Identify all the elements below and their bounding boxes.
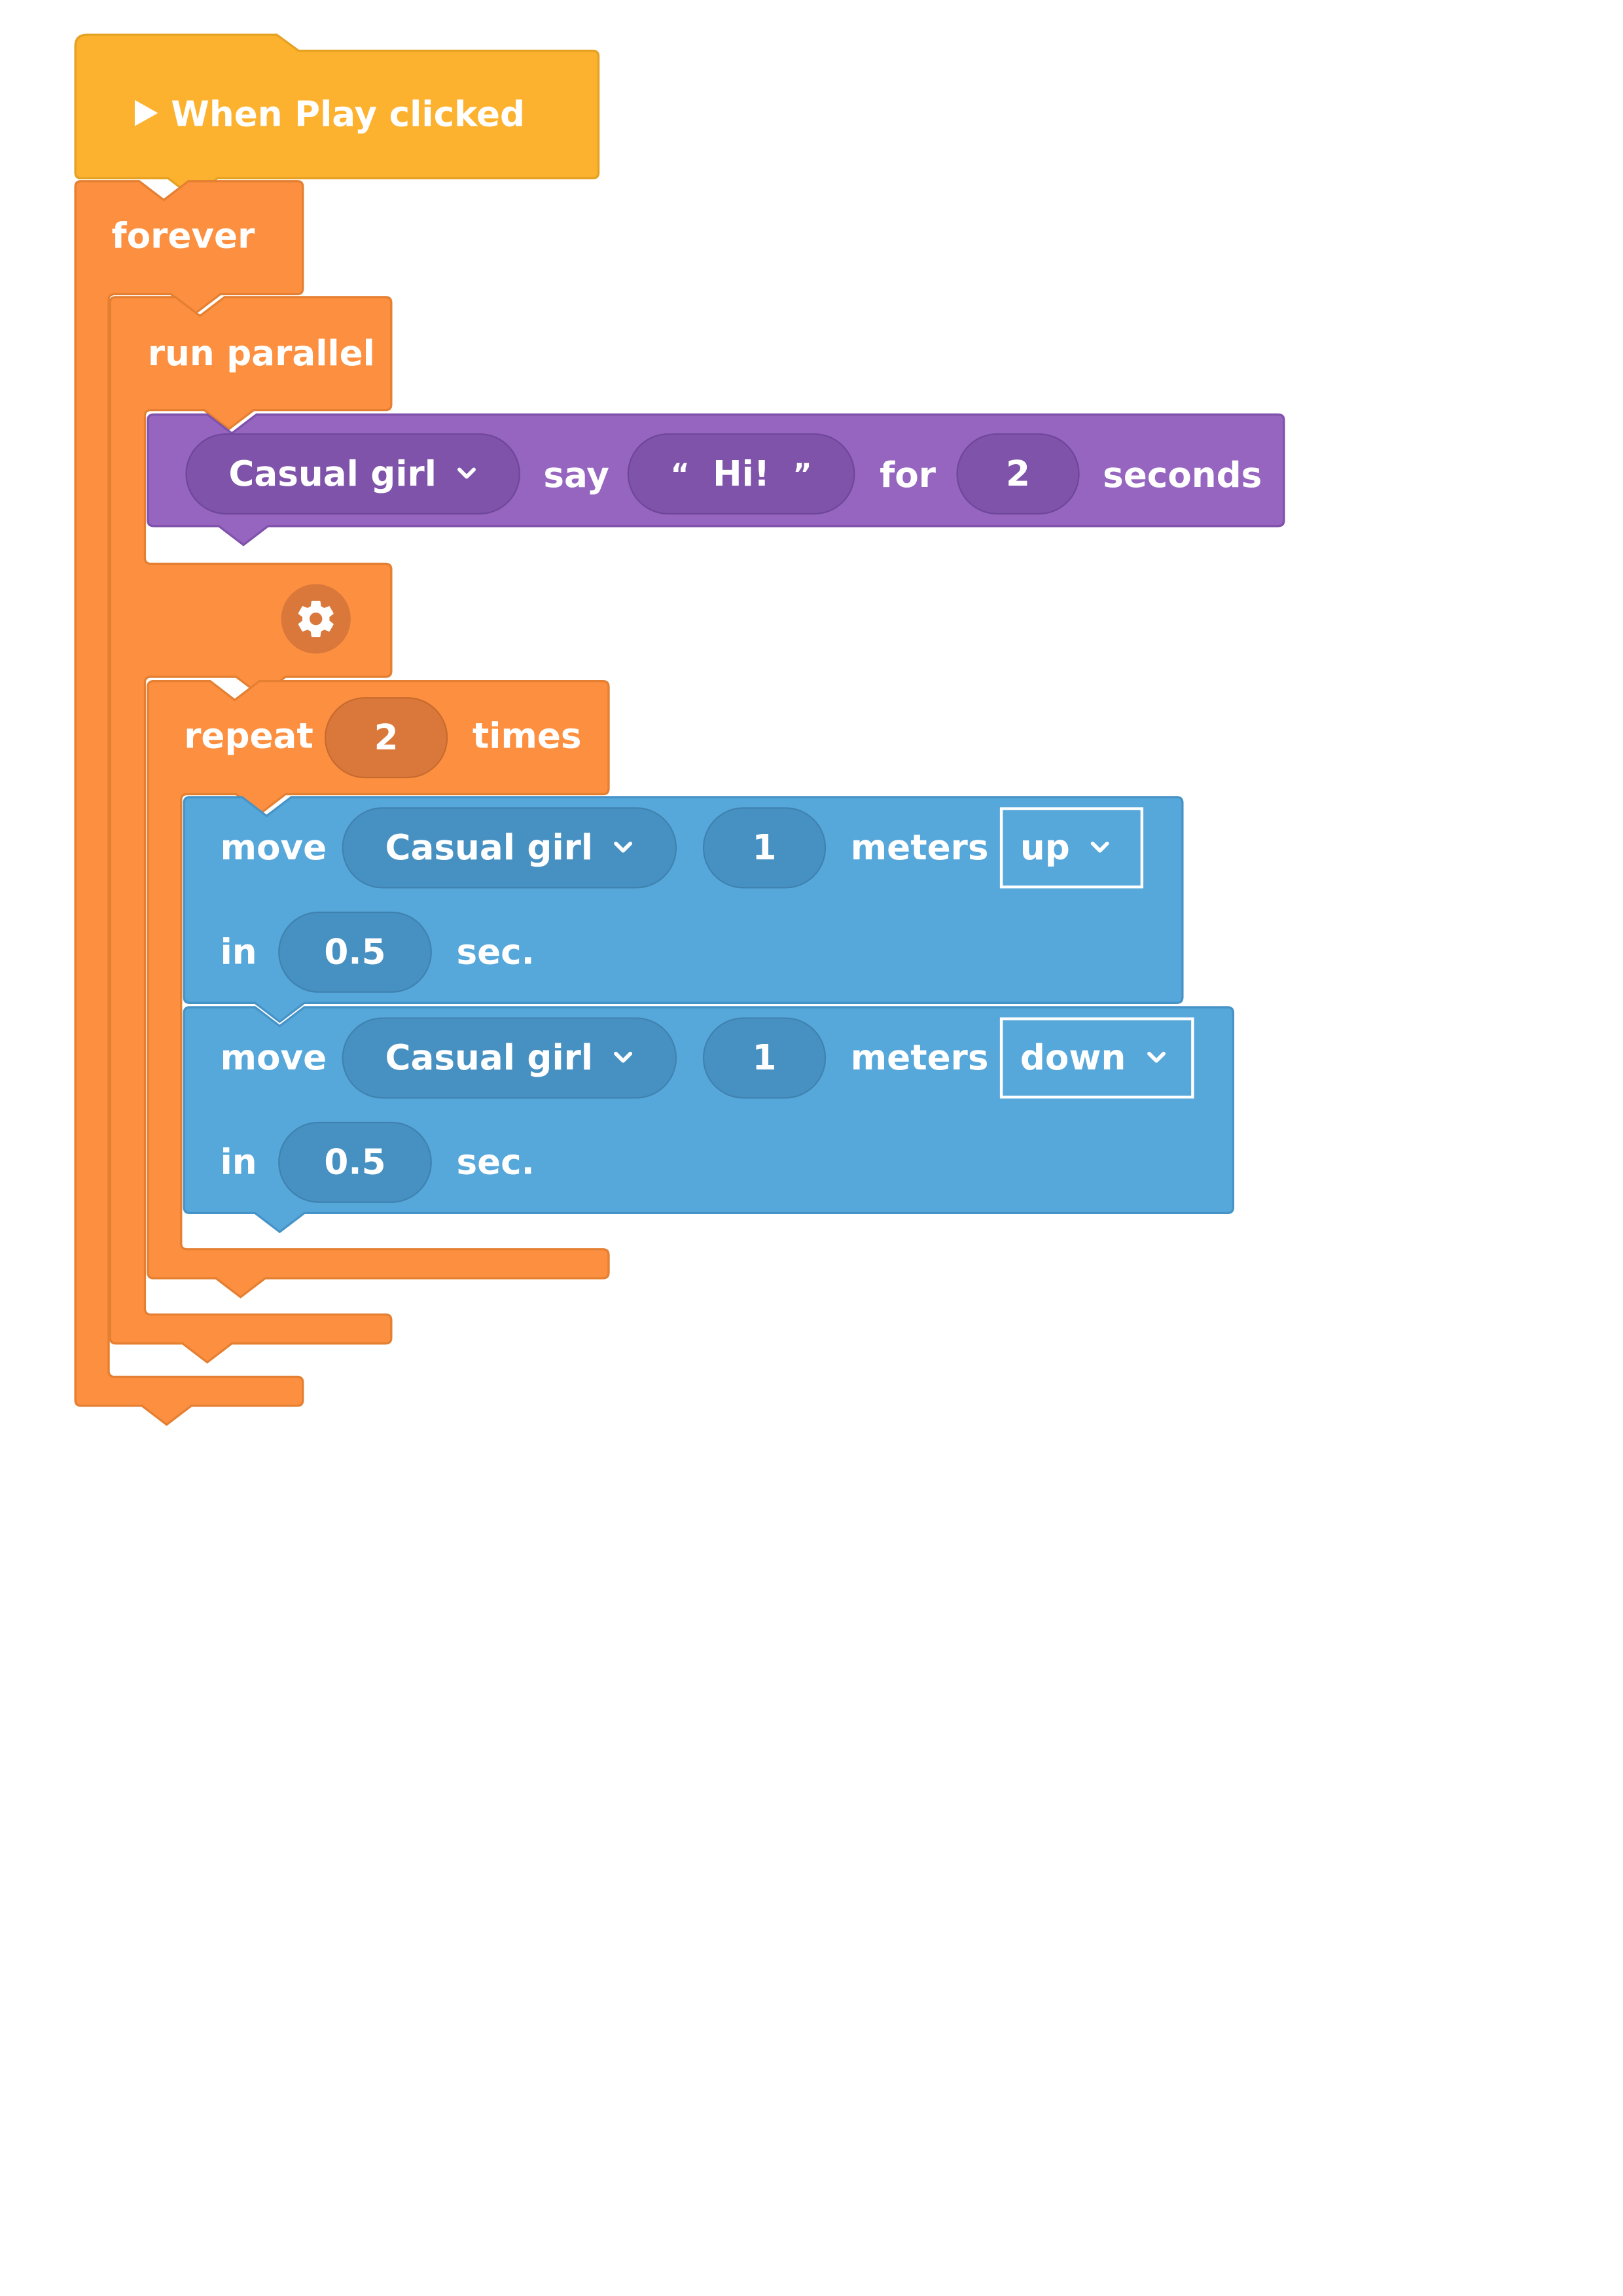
chevron-down-icon bbox=[457, 467, 476, 479]
move-character-value: Casual girl bbox=[385, 1037, 594, 1079]
sec-label: sec. bbox=[456, 931, 535, 973]
chevron-down-icon bbox=[1091, 841, 1110, 853]
repeat-count-input[interactable]: 2 bbox=[325, 697, 448, 779]
in-label: in bbox=[220, 931, 257, 973]
move-time-value: 0.5 bbox=[324, 931, 386, 973]
direction-value: down bbox=[1020, 1037, 1126, 1079]
gear-icon bbox=[298, 600, 334, 637]
direction-value: up bbox=[1020, 827, 1070, 869]
event-block-shape[interactable] bbox=[74, 33, 600, 199]
move-character-dropdown[interactable]: Casual girl bbox=[342, 807, 677, 889]
say-duration-input[interactable]: 2 bbox=[956, 433, 1080, 515]
forever-label: forever bbox=[111, 215, 255, 257]
open-quote: “ bbox=[670, 456, 690, 492]
say-duration-value: 2 bbox=[1006, 454, 1031, 495]
parallel-label: run parallel bbox=[147, 333, 375, 374]
move-time-input[interactable]: 0.5 bbox=[278, 911, 432, 993]
event-label: When Play clicked bbox=[171, 94, 526, 135]
move-label: move bbox=[220, 1037, 327, 1079]
close-quote: ” bbox=[793, 456, 812, 492]
repeat-count-value: 2 bbox=[374, 717, 399, 759]
times-label: times bbox=[472, 715, 582, 757]
chevron-down-icon bbox=[614, 841, 633, 853]
move-time-value: 0.5 bbox=[324, 1141, 386, 1183]
repeat-block-shape[interactable] bbox=[147, 680, 610, 1299]
move-character-value: Casual girl bbox=[385, 827, 594, 869]
say-label: say bbox=[543, 455, 609, 496]
chevron-down-icon bbox=[1147, 1051, 1166, 1063]
say-message-input[interactable]: “ Hi! ” bbox=[627, 433, 855, 515]
move-distance-input[interactable]: 1 bbox=[702, 807, 827, 889]
say-character-dropdown[interactable]: Casual girl bbox=[185, 433, 520, 515]
in-label: in bbox=[220, 1141, 257, 1183]
move-distance-value: 1 bbox=[752, 827, 777, 869]
say-message-value: Hi! bbox=[713, 454, 770, 495]
say-character-value: Casual girl bbox=[228, 454, 437, 495]
forever-block-shape[interactable] bbox=[74, 180, 304, 1426]
move-label: move bbox=[220, 827, 327, 869]
sec-label: sec. bbox=[456, 1141, 535, 1183]
seconds-label: seconds bbox=[1103, 455, 1262, 496]
repeat-label: repeat bbox=[184, 715, 313, 757]
move-character-dropdown[interactable]: Casual girl bbox=[342, 1017, 677, 1099]
for-label: for bbox=[880, 455, 936, 496]
move-distance-input[interactable]: 1 bbox=[702, 1017, 827, 1099]
meters-label: meters bbox=[850, 1037, 989, 1079]
move-time-input[interactable]: 0.5 bbox=[278, 1121, 432, 1203]
play-icon bbox=[134, 99, 158, 126]
move-distance-value: 1 bbox=[752, 1037, 777, 1079]
chevron-down-icon bbox=[614, 1051, 633, 1063]
direction-dropdown[interactable]: down bbox=[999, 1017, 1194, 1099]
parallel-block-shape[interactable] bbox=[109, 296, 393, 1364]
meters-label: meters bbox=[850, 827, 989, 869]
direction-dropdown[interactable]: up bbox=[999, 807, 1144, 889]
parallel-settings-button[interactable] bbox=[281, 584, 351, 654]
